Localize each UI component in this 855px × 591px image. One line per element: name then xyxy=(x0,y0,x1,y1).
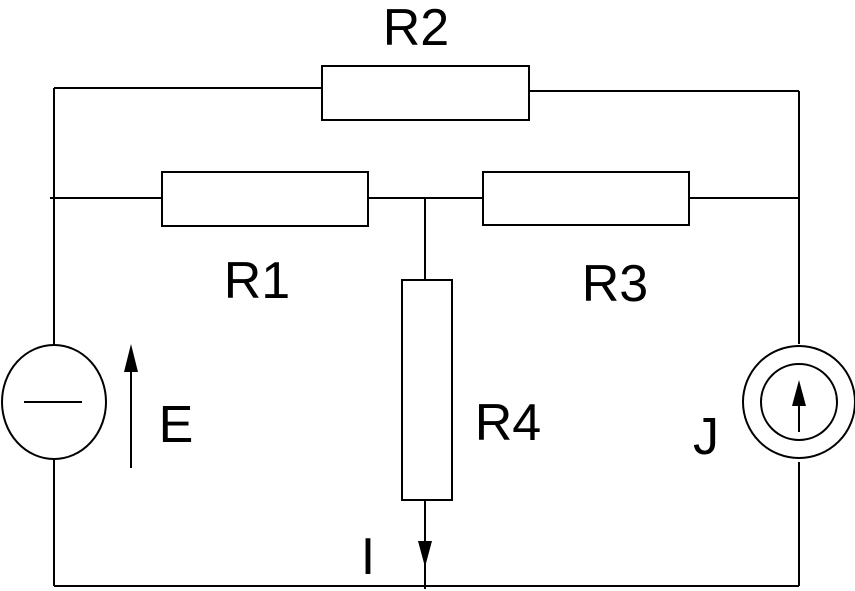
voltage-source-symbol xyxy=(1,344,107,460)
current-source-symbol xyxy=(742,345,855,459)
resistor-r4 xyxy=(401,279,453,501)
resistor-r1-label: R1 xyxy=(224,252,290,310)
resistor-r2 xyxy=(321,65,530,121)
current-source-label: J xyxy=(693,408,719,466)
resistor-r4-label: R4 xyxy=(475,394,541,452)
arrow-down-icon xyxy=(418,541,432,567)
resistor-r2-label: R2 xyxy=(383,0,449,57)
arrow-up-icon xyxy=(124,344,138,468)
voltage-source-label: E xyxy=(159,396,194,454)
resistor-r1 xyxy=(161,171,369,227)
wires xyxy=(50,87,800,589)
resistor-r3-label: R3 xyxy=(582,255,648,313)
resistor-r3 xyxy=(482,171,690,226)
branch-current-label: I xyxy=(361,528,375,586)
